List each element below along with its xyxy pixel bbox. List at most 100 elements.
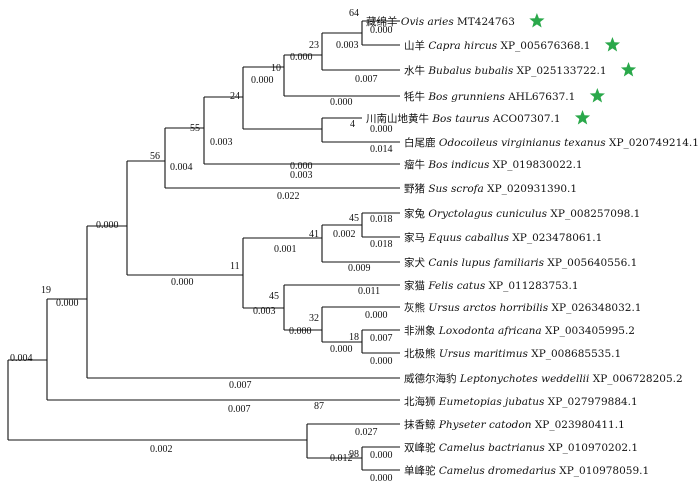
bootstrap-value: 10 [271, 63, 281, 74]
taxon-accession: XP_010978059.1 [556, 465, 649, 477]
branch-length: 0.007 [229, 380, 252, 391]
taxon-accession: XP_020931390.1 [484, 183, 577, 195]
taxon-scientific-name: Felis catus [427, 280, 485, 292]
branch-length: 0.027 [355, 427, 378, 438]
branch-length: 0.000 [330, 344, 353, 355]
taxon-common-name: 山羊 [404, 39, 428, 52]
branch-length: 0.000 [251, 75, 274, 86]
branch-length: 0.000 [365, 310, 388, 321]
taxon-scientific-name: Bos grunniens [427, 91, 505, 103]
taxon-label: 非洲象 Loxodonta africana XP_003405995.2 [404, 325, 635, 337]
branch-length: 0.007 [370, 333, 393, 344]
bootstrap-value: 98 [349, 449, 359, 460]
branch-length: 0.004 [10, 353, 33, 364]
taxon-scientific-name: Oryctolagus cuniculus [428, 208, 547, 220]
taxon-scientific-name: Capra hircus [428, 40, 497, 52]
taxon-label: 抹香鲸 Physeter catodon XP_023980411.1 [404, 418, 625, 431]
taxon-label: 双峰驼 Camelus bactrianus XP_010970202.1 [404, 441, 638, 454]
taxon-accession: XP_023980411.1 [531, 419, 624, 431]
bootstrap-value: 23 [309, 40, 319, 51]
taxon-scientific-name: Camelus bactrianus [439, 442, 546, 454]
taxon-scientific-name: Odocoileus virginianus texanus [439, 137, 606, 149]
bootstrap-value: 45 [349, 213, 359, 224]
taxon-accession: XP_006728205.2 [589, 373, 682, 385]
branch-length: 0.000 [370, 356, 393, 367]
branch-length: 0.000 [56, 298, 79, 309]
taxon-common-name: 北海狮 [404, 395, 439, 408]
taxon-accession: XP_025133722.1 [513, 65, 606, 77]
branch-length: 0.022 [277, 191, 300, 202]
taxon-scientific-name: Ovis aries [401, 16, 454, 28]
bootstrap-value: 19 [41, 285, 51, 296]
taxon-accession: XP_010970202.1 [545, 442, 638, 454]
branch-length: 0.000 [370, 124, 393, 135]
taxon-common-name: 家马 [404, 231, 428, 244]
taxon-common-name: 牦牛 [404, 90, 428, 103]
taxon-scientific-name: Ursus maritimus [439, 348, 529, 360]
branch-length: 0.000 [370, 25, 393, 36]
taxon-label: 家兔 Oryctolagus cuniculus XP_008257098.1 [404, 207, 640, 220]
bootstrap-value: 18 [349, 332, 359, 343]
branch-length: 0.002 [333, 229, 356, 240]
taxon-label: 藏绵羊 Ovis aries MT424763 [366, 15, 515, 28]
taxon-label: 野猪 Sus scrofa XP_020931390.1 [404, 183, 577, 195]
taxon-common-name: 瘤牛 [404, 158, 428, 171]
branch-length: 0.003 [290, 170, 313, 181]
taxon-accession: XP_023478061.1 [509, 232, 602, 244]
branch-length: 0.018 [370, 214, 393, 225]
taxon-common-name: 川南山地黄牛 [366, 112, 432, 125]
taxon-common-name: 双峰驼 [404, 441, 439, 454]
star-icon [529, 13, 545, 28]
taxon-accession: MT424763 [454, 16, 515, 28]
taxon-label: 白尾鹿 Odocoileus virginianus texanus XP_02… [404, 136, 699, 149]
taxon-accession: XP_005676368.1 [497, 40, 590, 52]
taxon-accession: XP_005640556.1 [544, 257, 637, 269]
bootstrap-value: 24 [230, 91, 240, 102]
taxon-common-name: 威德尔海豹 [404, 372, 460, 385]
bootstrap-value: 11 [230, 261, 240, 272]
branch-length: 0.014 [370, 144, 393, 155]
taxon-label: 北极熊 Ursus maritimus XP_008685535.1 [404, 347, 621, 360]
taxon-scientific-name: Eumetopias jubatus [438, 396, 545, 408]
taxon-common-name: 非洲象 [404, 325, 439, 337]
branch-length: 0.000 [290, 52, 313, 63]
taxon-common-name: 白尾鹿 [404, 136, 439, 149]
branch-length: 0.000 [370, 473, 393, 484]
branch-length: 0.003 [336, 40, 359, 51]
taxon-label: 威德尔海豹 Leptonychotes weddellii XP_0067282… [404, 372, 683, 385]
taxon-common-name: 北极熊 [404, 347, 439, 360]
taxon-accession: XP_020749214.1 [606, 137, 699, 149]
branch-length: 0.000 [290, 161, 313, 172]
taxon-accession: XP_011283753.1 [485, 280, 578, 292]
taxon-label: 家猫 Felis catus XP_011283753.1 [404, 279, 579, 292]
taxon-accession: XP_027979884.1 [544, 396, 637, 408]
taxon-accession: XP_008257098.1 [547, 208, 640, 220]
star-icon [574, 110, 591, 125]
taxon-common-name: 野猪 [404, 183, 428, 195]
branch-length: 0.000 [370, 450, 393, 461]
bootstrap-value: 41 [309, 229, 319, 240]
taxon-common-name: 单峰驼 [404, 464, 439, 477]
taxon-label: 家犬 Canis lupus familiaris XP_005640556.1 [404, 256, 637, 269]
taxon-label: 瘤牛 Bos indicus XP_019830022.1 [404, 158, 583, 171]
taxon-common-name: 家兔 [404, 207, 428, 220]
star-icon [620, 62, 637, 77]
branch-length: 0.011 [358, 286, 380, 297]
taxon-scientific-name: Equus caballus [427, 232, 509, 244]
taxon-common-name: 水牛 [404, 64, 428, 77]
taxon-accession: XP_019830022.1 [489, 159, 582, 171]
taxon-label: 牦牛 Bos grunniens AHL67637.1 [404, 90, 575, 103]
taxon-common-name: 家犬 [404, 256, 428, 269]
taxon-scientific-name: Physeter catodon [438, 419, 532, 431]
taxon-accession: XP_008685535.1 [528, 348, 621, 360]
taxon-label: 川南山地黄牛 Bos taurus ACO07307.1 [366, 112, 561, 125]
taxon-scientific-name: Sus scrofa [428, 183, 483, 195]
branch-length: 0.000 [289, 326, 312, 337]
branch-length: 0.018 [370, 239, 393, 250]
star-icon [589, 88, 605, 103]
bootstrap-value: 64 [349, 8, 359, 19]
branch-length: 0.007 [355, 74, 378, 85]
taxon-scientific-name: Loxodonta africana [438, 325, 542, 337]
branch-length: 0.007 [228, 404, 251, 415]
